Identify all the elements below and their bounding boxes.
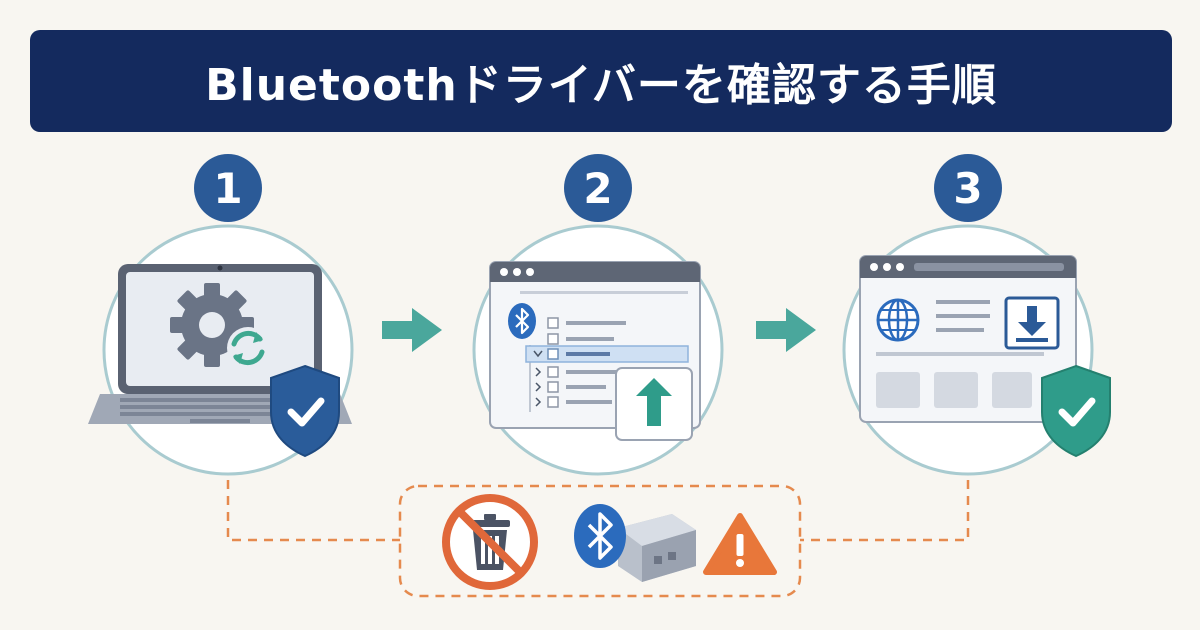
bluetooth-icon [508,303,536,339]
warning-icon [703,513,777,575]
warning-connector [226,480,970,598]
step-1-number: 1 [213,164,242,213]
step-2-number: 2 [583,164,612,213]
arrow-right-icon [756,308,816,352]
bluetooth-icon [574,504,626,568]
step-2-badge: 2 [564,154,632,222]
step-3-badge: 3 [934,154,1002,222]
download-icon [1004,296,1060,350]
page-title: Bluetoothドライバーを確認する手順 [205,60,997,111]
step-3-number: 3 [953,164,982,213]
shield-check-icon [270,364,340,458]
step-2: 2 [472,154,724,476]
arrow-right-icon [382,308,442,352]
step-3: 3 [842,154,1111,476]
device-tree-icon [525,317,689,412]
upload-arrow-icon [615,367,693,441]
globe-icon [876,298,920,342]
no-delete-icon [442,494,538,590]
adapter-box-icon [618,514,696,582]
title-banner: Bluetoothドライバーを確認する手順 [30,30,1172,132]
step-1-badge: 1 [194,154,262,222]
shield-check-icon [1041,364,1111,458]
refresh-icon [227,327,269,369]
step-1: 1 [88,154,354,476]
